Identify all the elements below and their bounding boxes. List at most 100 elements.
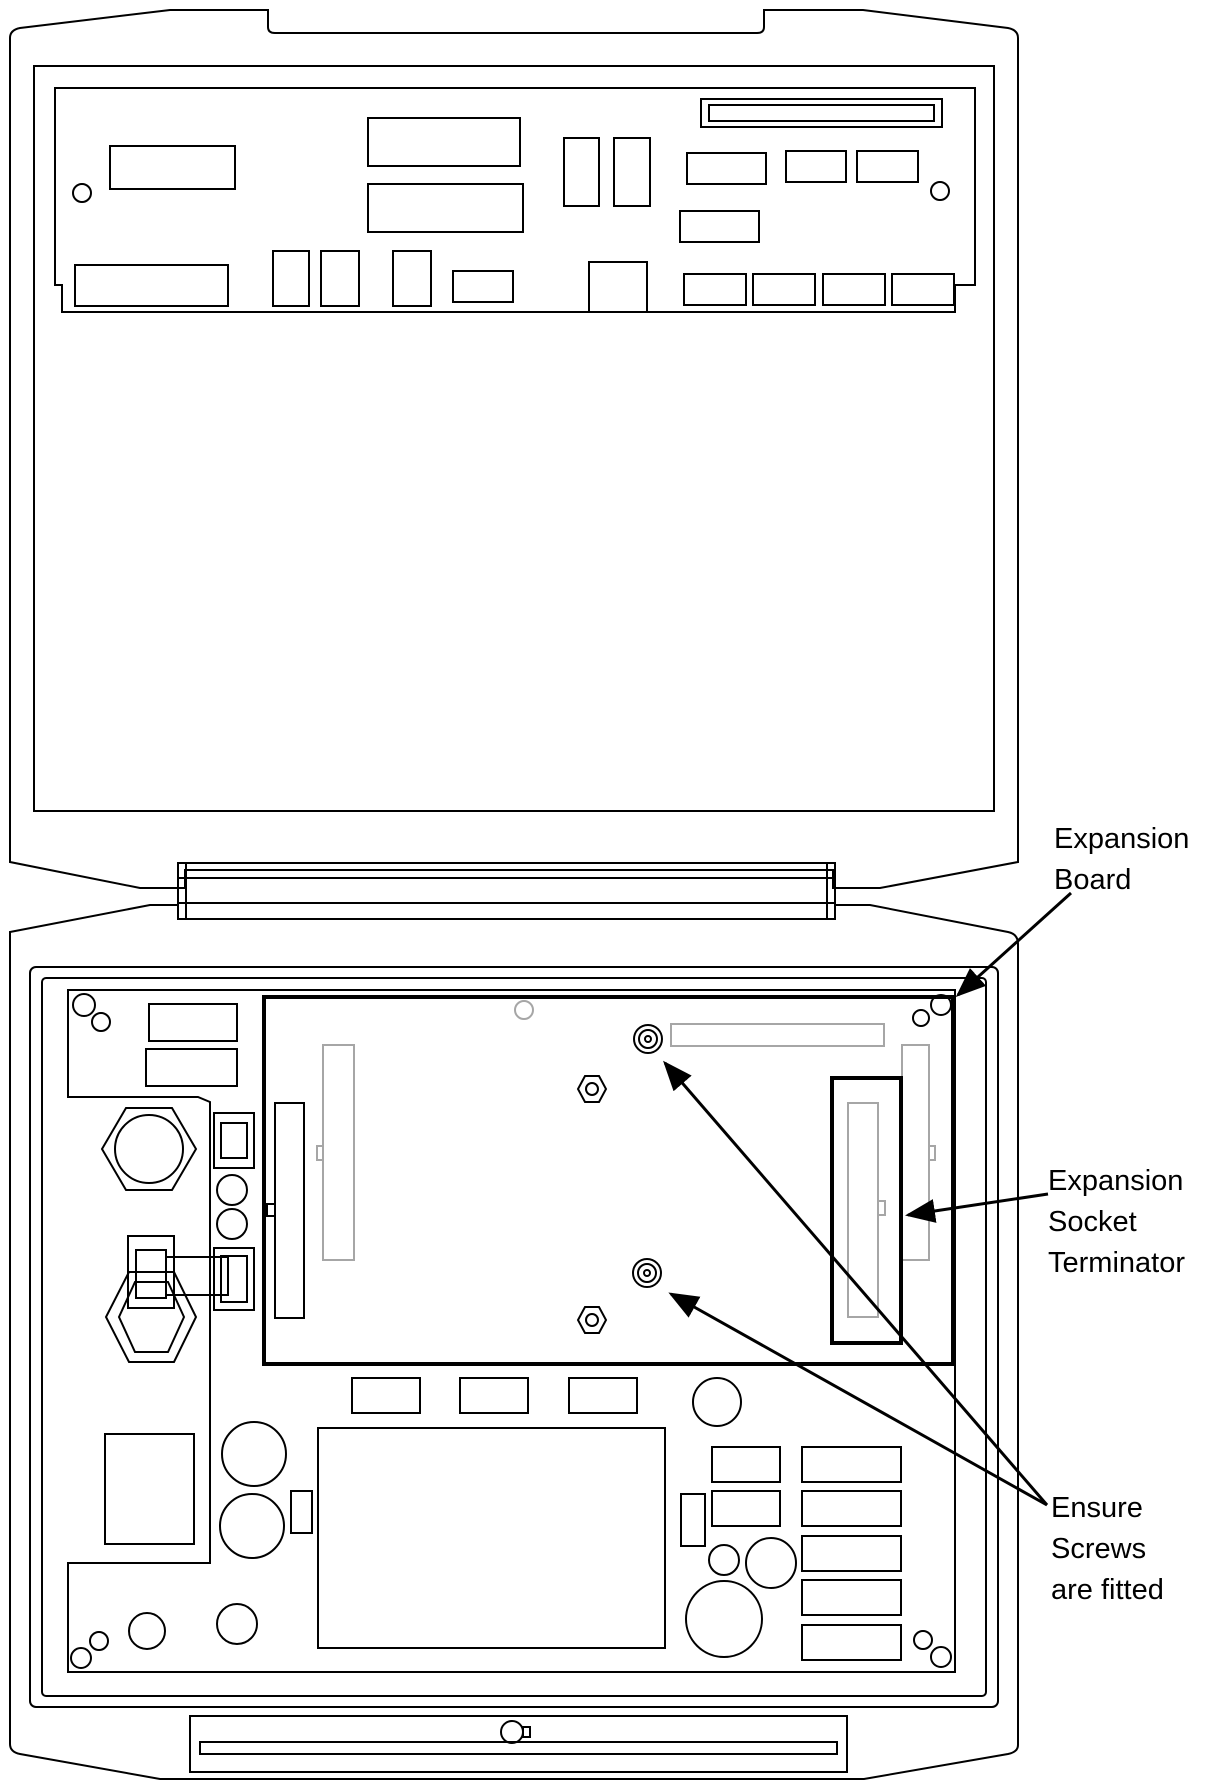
base-cap-small-1	[216, 1174, 248, 1206]
expansion-faint-hole	[514, 1000, 534, 1020]
label-socket-terminator-line-1: Expansion	[1048, 1165, 1184, 1197]
base-inner-rim	[29, 966, 999, 1708]
expansion-socket-terminator	[830, 1076, 903, 1345]
screw-bottom-inner	[637, 1263, 657, 1283]
lid-chip-5	[452, 270, 514, 303]
base-strap	[165, 1256, 229, 1296]
base	[9, 904, 1019, 1780]
base-nut-lower-inner	[117, 1281, 186, 1353]
lid-cap-2	[320, 250, 360, 307]
lid-circuit-board	[54, 87, 976, 313]
base-bracket-inner	[135, 1249, 167, 1299]
base-chip-4	[459, 1377, 529, 1414]
lid-inner-panel	[33, 65, 995, 812]
screw-bottom	[632, 1258, 662, 1288]
expansion-left-connector-pin	[266, 1203, 276, 1217]
base-bracket	[127, 1235, 175, 1309]
lid-chip-6	[683, 273, 747, 306]
lid-board-screw-hole-right	[930, 181, 950, 201]
lid-chip-9	[891, 273, 955, 306]
hinge	[177, 862, 836, 920]
hinge-barrel	[177, 862, 836, 920]
base-cap-medium-2	[745, 1537, 797, 1589]
lid-connector-slot	[708, 104, 935, 122]
lid-socket	[588, 261, 648, 313]
lid-chip-3	[856, 150, 919, 183]
base-relay-1-inner	[220, 1122, 248, 1159]
arrow-socket-terminator	[905, 1192, 1049, 1223]
expansion-faint-connector-right	[901, 1044, 930, 1261]
lid-relay-1	[563, 137, 600, 207]
expansion-faint-connector-top	[670, 1023, 885, 1047]
screw-bottom-center	[643, 1269, 651, 1277]
base-hole-bottom-left-2	[89, 1631, 109, 1651]
base-hole-bottom-right-1	[913, 1630, 933, 1650]
nut-bottom	[576, 1306, 608, 1334]
base-relay-1	[213, 1112, 255, 1169]
base-chip-7	[711, 1490, 781, 1527]
base-inner-rim-2	[41, 977, 987, 1697]
base-hole-bottom-left-1	[70, 1647, 92, 1669]
base-nut-large	[100, 1107, 198, 1191]
screw-top-inner	[638, 1029, 658, 1049]
screw-top	[633, 1024, 663, 1054]
nut-top-center	[585, 1082, 599, 1096]
lid-relay-2	[613, 137, 651, 207]
expansion-faint-connector-left	[322, 1044, 355, 1261]
label-expansion-board-line-1: Expansion	[1054, 823, 1190, 855]
lid-connector	[700, 98, 943, 128]
base-circuit-board	[67, 989, 956, 1673]
label-socket-terminator: Expansion Socket Terminator	[1048, 1161, 1185, 1284]
expansion-board	[262, 995, 955, 1366]
base-hole-top-right-1	[912, 1009, 930, 1027]
base-cap-large-1	[221, 1421, 287, 1487]
nut-bottom-center	[585, 1313, 599, 1327]
callout-arrows	[663, 891, 1073, 1507]
base-chip-9	[801, 1490, 902, 1527]
expansion-faint-pin-right	[928, 1145, 936, 1161]
label-socket-terminator-line-3: Terminator	[1048, 1247, 1185, 1279]
arrow-screw-bottom	[668, 1292, 1048, 1507]
lid-chip-2	[785, 150, 847, 183]
lid-chip-4	[679, 210, 760, 243]
base-front-latch-inner	[199, 1741, 838, 1755]
lid-outer-shell	[9, 9, 1019, 889]
base-relay-2-inner	[220, 1255, 248, 1303]
base-chip-8	[801, 1446, 902, 1483]
base-cap-small-2	[216, 1208, 248, 1240]
base-cap-large-3	[685, 1580, 763, 1658]
base-chip-1	[148, 1003, 238, 1042]
lid-terminal-block	[74, 264, 229, 307]
nut-top	[576, 1075, 608, 1103]
base-cap-small-5	[708, 1544, 740, 1576]
label-expansion-board: Expansion Board	[1054, 819, 1189, 901]
base-chip-2	[145, 1048, 238, 1087]
base-resistor-1	[290, 1490, 313, 1534]
lid	[9, 9, 1019, 889]
arrow-expansion-board	[955, 891, 1073, 998]
expansion-faint-socket-pin	[877, 1200, 886, 1216]
base-relay-2	[213, 1247, 255, 1311]
label-ensure-screws: Ensure Screws are fitted	[1051, 1488, 1164, 1611]
base-outer-shell	[9, 904, 1019, 1780]
base-hole-top-left-2	[91, 1012, 111, 1032]
base-front-latch	[189, 1715, 848, 1773]
expansion-left-connector	[274, 1102, 305, 1319]
label-ensure-screws-line-2: Screws	[1051, 1533, 1147, 1565]
lid-chip-1	[686, 152, 767, 185]
base-cap-small-3	[128, 1612, 166, 1650]
label-socket-terminator-line-2: Socket	[1048, 1206, 1137, 1238]
expansion-board-outline	[262, 995, 955, 1366]
lid-chip-8	[822, 273, 886, 306]
base-resistor-2	[680, 1493, 706, 1547]
base-chip-10	[801, 1535, 902, 1572]
lid-cap-1	[272, 250, 310, 307]
base-latch-tab	[522, 1726, 531, 1738]
arrow-screw-top	[663, 1060, 1049, 1506]
lid-ic-2	[367, 117, 521, 167]
base-chip-6	[711, 1446, 781, 1483]
base-cap-small-4	[216, 1603, 258, 1645]
lid-ic-3	[367, 183, 524, 233]
base-chip-12	[801, 1624, 902, 1661]
